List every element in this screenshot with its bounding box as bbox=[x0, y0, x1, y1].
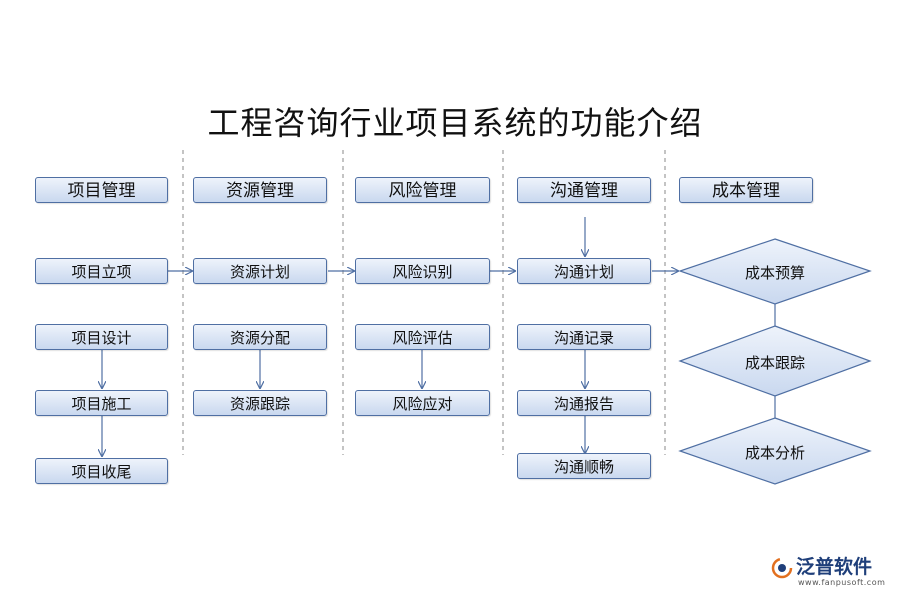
diagram-title: 工程咨询行业项目系统的功能介绍 bbox=[207, 104, 703, 142]
node-project-closing: 项目收尾 bbox=[35, 458, 168, 484]
node-communication-plan: 沟通计划 bbox=[517, 258, 651, 284]
node-risk-assessment: 风险评估 bbox=[355, 324, 490, 350]
node-resource-allocation: 资源分配 bbox=[193, 324, 327, 350]
diamond-cost-tracking bbox=[678, 325, 872, 397]
brand-name: 泛普软件 bbox=[796, 556, 873, 578]
diamond-label-cost-budget: 成本预算 bbox=[744, 264, 805, 282]
diamond-label-cost-tracking: 成本跟踪 bbox=[744, 354, 805, 372]
diamond-cost-analysis bbox=[678, 417, 872, 485]
node-risk-response: 风险应对 bbox=[355, 390, 490, 416]
node-project-initiation: 项目立项 bbox=[35, 258, 168, 284]
node-communication-smooth: 沟通顺畅 bbox=[517, 453, 651, 479]
brand-url: www.fanpusoft.com bbox=[798, 578, 886, 587]
header-communication-management: 沟通管理 bbox=[517, 177, 651, 203]
header-risk-management: 风险管理 bbox=[355, 177, 490, 203]
node-communication-report: 沟通报告 bbox=[517, 390, 651, 416]
header-project-management: 项目管理 bbox=[35, 177, 168, 203]
node-resource-tracking: 资源跟踪 bbox=[193, 390, 327, 416]
node-risk-identification: 风险识别 bbox=[355, 258, 490, 284]
brand-logo-icon bbox=[771, 557, 793, 579]
diamond-cost-budget bbox=[678, 238, 872, 305]
header-cost-management: 成本管理 bbox=[679, 177, 813, 203]
node-project-design: 项目设计 bbox=[35, 324, 168, 350]
node-communication-record: 沟通记录 bbox=[517, 324, 651, 350]
diamond-label-cost-analysis: 成本分析 bbox=[744, 444, 805, 462]
header-resource-management: 资源管理 bbox=[193, 177, 327, 203]
node-project-construction: 项目施工 bbox=[35, 390, 168, 416]
node-resource-plan: 资源计划 bbox=[193, 258, 327, 284]
